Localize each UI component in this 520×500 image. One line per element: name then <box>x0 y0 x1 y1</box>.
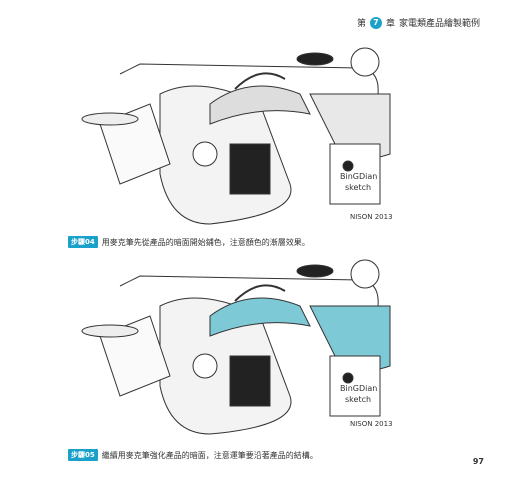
tube <box>81 112 139 126</box>
step-badge: 步驟04 <box>68 236 98 248</box>
chapter-title: 家電類產品繪製範例 <box>398 19 480 29</box>
wheel-detail <box>350 47 380 77</box>
sketch-label-line2: sketch <box>345 395 371 404</box>
dark-panel <box>229 143 271 195</box>
speaker-grille <box>192 353 218 379</box>
sketch-label-line2: sketch <box>345 183 371 192</box>
page-number: 97 <box>472 457 484 466</box>
lower-module <box>329 143 381 205</box>
step-caption: 步驟05 繼續用麥克筆強化產品的暗面，注意運筆要沿著產品的結構。 <box>68 449 318 461</box>
handle <box>234 284 286 302</box>
cap-detail <box>296 264 334 278</box>
sketch-label-line1: BinGDian <box>340 384 377 393</box>
knob <box>342 372 354 384</box>
chapter-number-badge: 7 <box>369 16 382 29</box>
sketch-label-line1: BinGDian <box>340 172 377 181</box>
chapter-header: 第 7 章 家電類產品繪製範例 <box>357 16 480 29</box>
signature: NISON 2013 <box>350 420 393 428</box>
wheel-detail <box>350 259 380 289</box>
step-text: 繼續用麥克筆強化產品的暗面，注意運筆要沿著產品的結構。 <box>101 450 318 460</box>
chapter-prefix: 第 <box>356 19 366 29</box>
lower-module <box>329 355 381 417</box>
product-sketch-step4: BinGDian sketch NISON 2013 <box>81 47 393 225</box>
knob <box>342 160 354 172</box>
product-sketch-step5: BinGDian sketch NISON 2013 <box>81 259 393 435</box>
step-text: 用麥克筆先從產品的暗面開始鋪色，注意顏色的漸層效果。 <box>101 237 310 247</box>
speaker-grille <box>192 141 218 167</box>
chapter-suffix: 章 <box>385 19 395 29</box>
tube <box>81 324 139 338</box>
product-top <box>209 85 311 125</box>
cap-detail <box>296 52 334 66</box>
dark-panel <box>229 355 271 407</box>
step-caption: 步驟04 用麥克筆先從產品的暗面開始鋪色，注意顏色的漸層效果。 <box>68 236 310 248</box>
signature: NISON 2013 <box>350 213 393 221</box>
product-top <box>209 297 311 337</box>
step-badge: 步驟05 <box>68 449 98 461</box>
handle <box>234 72 286 90</box>
